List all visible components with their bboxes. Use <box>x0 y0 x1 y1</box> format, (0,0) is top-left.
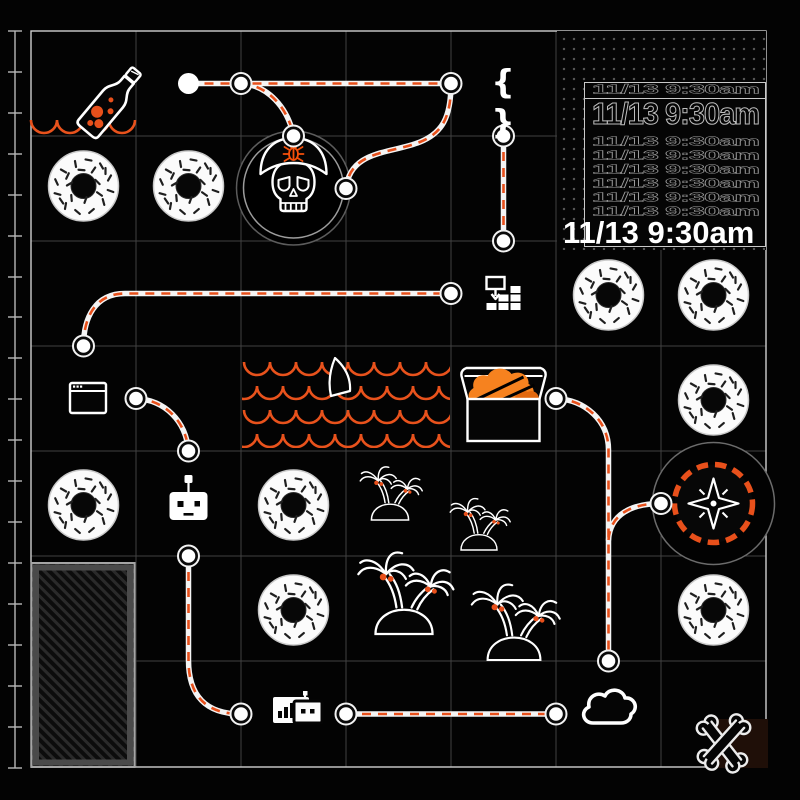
firewall-icon <box>485 275 521 310</box>
timestamp-frame-header <box>585 83 765 99</box>
shark-fin-wave-field <box>242 356 450 448</box>
timestamp-panel: 11/13 9:30am 11/13 9:30am 11/13 9:30am 1… <box>557 31 766 250</box>
path-nodes <box>72 72 673 726</box>
hatched-block <box>30 562 136 768</box>
robot-icon <box>169 475 208 520</box>
shark-fin-icon <box>328 356 352 398</box>
timestamp-echo: 11/13 9:30am <box>592 97 761 132</box>
path-start-dot <box>178 73 199 94</box>
timestamp-echo: 11/13 9:30am <box>592 162 761 177</box>
timestamp-echo: 11/13 9:30am <box>592 82 761 97</box>
compass-icon <box>651 441 776 566</box>
bot-analytics-icon <box>273 691 324 725</box>
cloud-icon <box>581 688 638 725</box>
curly-braces-icon: { } <box>491 62 517 141</box>
treasure-chest-cloud-icon <box>460 366 547 443</box>
pirate-skull-icon <box>235 130 352 246</box>
palm-island-icons <box>357 466 561 662</box>
timestamp-echo: 11/13 9:30am <box>592 190 761 205</box>
timestamp-echo: 11/13 9:30am <box>592 204 761 219</box>
timestamp-frame: 11/13 9:30am 11/13 9:30am 11/13 9:30am 1… <box>584 82 766 247</box>
timestamp-echo: 11/13 9:30am <box>592 148 761 163</box>
ruler <box>8 30 22 769</box>
timestamp-echo: 11/13 9:30am <box>592 176 761 191</box>
timestamp-echo: 11/13 9:30am <box>592 134 761 149</box>
message-bottle-icon <box>76 66 142 140</box>
grid-border <box>30 30 767 768</box>
timestamp-text: 11/13 9:30am <box>563 215 755 250</box>
crossed-bones-icon <box>692 710 768 777</box>
browser-window-icon <box>68 381 108 415</box>
